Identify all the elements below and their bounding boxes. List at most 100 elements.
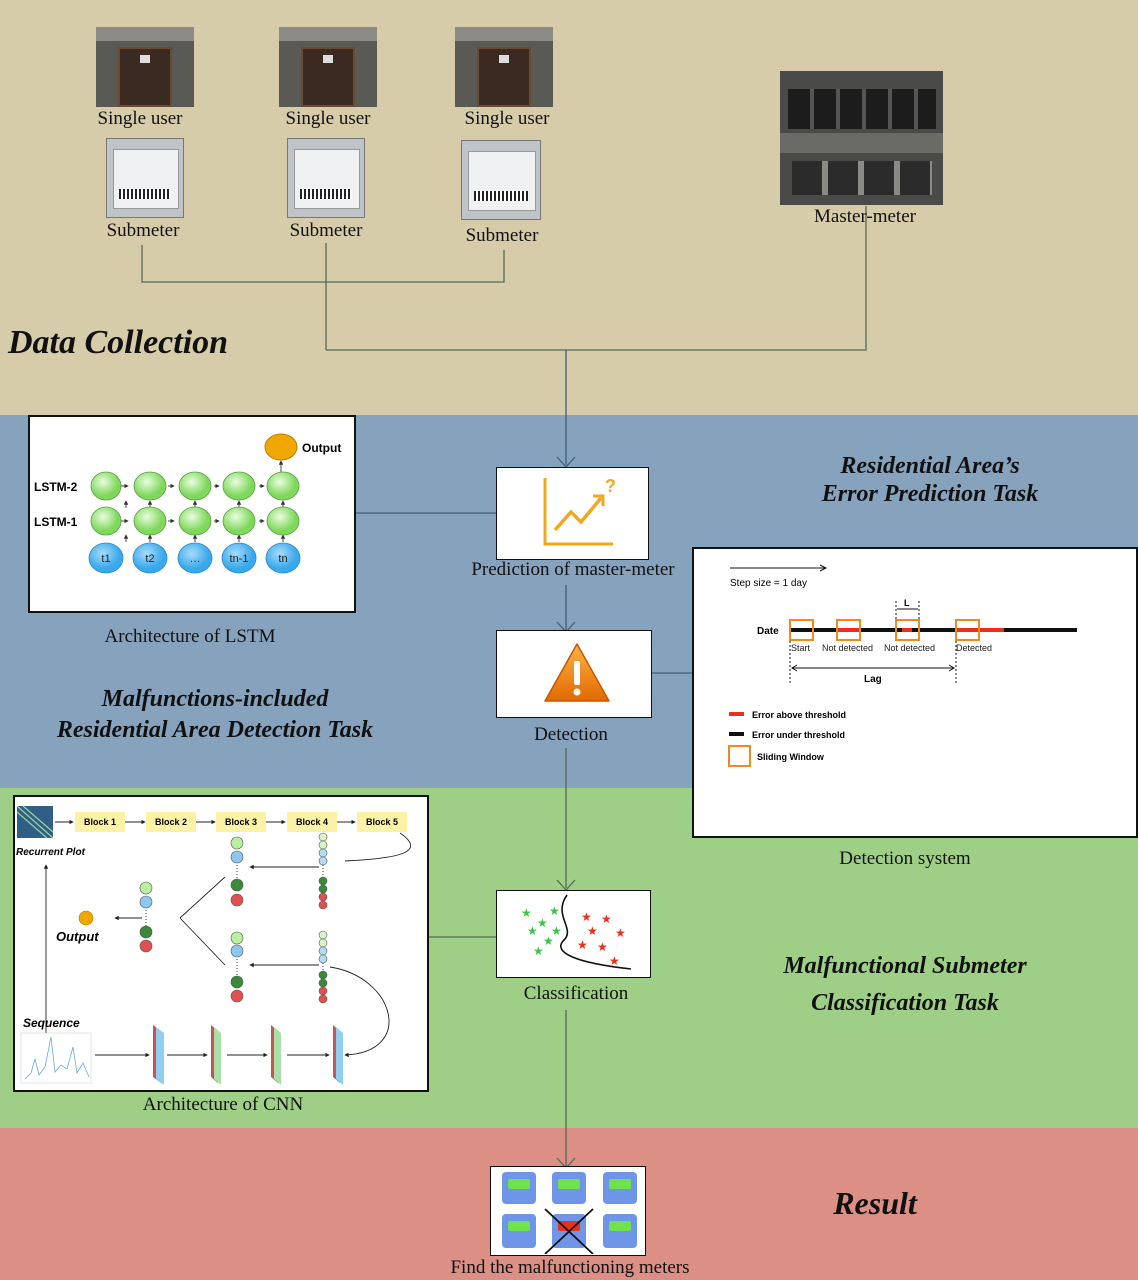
feature-circles [139,832,328,1004]
submeter-photo-2 [287,138,365,218]
single-user-label-1: Single user [97,108,183,129]
lstm-caption: Architecture of LSTM [104,626,276,647]
svg-text:★: ★ [597,940,608,954]
svg-text:★: ★ [601,912,612,926]
block-2: Block 2 [155,817,187,827]
svg-text:★: ★ [527,924,538,938]
svg-text:★: ★ [549,904,560,918]
malfunction-cross [544,1208,594,1254]
result-box [490,1166,646,1256]
meter-grid-icon [502,1172,637,1254]
input-tn: tn [278,553,287,565]
input-ellipsis: … [190,553,201,565]
submeter-label-3: Submeter [465,225,539,246]
lstm-architecture-panel: Output LSTM-2 LSTM-1 t1 t2 … tn-1 tn [28,415,356,613]
sliding-windows [789,619,980,641]
cnn-output-label: Output [56,929,99,944]
window-label-not-detected-2: Not detected [884,643,935,653]
svg-text:★: ★ [543,934,554,948]
svg-text:★: ★ [609,954,620,968]
submeter-join-line [141,245,505,283]
svg-text:★: ★ [551,924,562,938]
recurrent-plot-label: Recurrent Plot [16,847,86,858]
detection-box [496,630,652,718]
prediction-caption: Prediction of master-meter [471,559,675,580]
lstm-1-label: LSTM-1 [34,515,78,529]
detection-caption: Detection [534,724,608,745]
input-t1: t1 [101,553,110,565]
cnn-blocks [75,812,407,832]
output-node [264,433,298,461]
detection-system-panel: Step size = 1 day Date L Start Not detec… [692,547,1138,838]
result-title: Result [833,1185,917,1221]
submeter-label-2: Submeter [289,220,363,241]
svg-text:★: ★ [615,926,626,940]
lstm-2-label: LSTM-2 [34,480,78,494]
input-t2: t2 [145,553,154,565]
cnn-architecture-panel: Recurrent Plot Block 1 Block 2 Block 3 B… [13,795,429,1092]
classification-task-title-line1: Malfunctional Submeter [783,953,1027,979]
master-meter-label: Master-meter [814,206,916,227]
window-label-not-detected-1: Not detected [822,643,873,653]
svg-text:★: ★ [587,924,598,938]
submeter-label-1: Submeter [106,220,180,241]
door-photo-3 [455,27,553,107]
result-caption: Find the malfunctioning meters [450,1257,690,1278]
svg-text:★: ★ [521,906,532,920]
svg-text:?: ? [605,476,616,496]
svg-text:★: ★ [577,938,588,952]
master-meter-photo [780,71,943,205]
data-collection-title: Data Collection [8,324,229,361]
meter-tiles [502,1172,637,1248]
legend-error-above: Error above threshold [752,710,846,720]
date-label: Date [757,626,779,637]
classification-caption: Classification [523,983,629,1004]
block-3: Block 3 [225,817,257,827]
sequence-label: Sequence [23,1016,80,1030]
output-label: Output [302,441,341,455]
rising-chart-question-icon: ? [543,476,616,546]
output-dot [78,910,94,926]
window-label-detected: Detected [956,643,992,653]
submeter-photo-3 [461,140,541,220]
conv-layers [153,1025,343,1085]
error-prediction-title-line1: Residential Area’s [840,453,1020,479]
lag-label: Lag [864,674,882,685]
legend-window-square [728,745,751,767]
scatter-classes-icon: ★★★★★★★ ★★★★★★★ [521,894,632,970]
svg-text:★: ★ [537,916,548,930]
input-tn-1: tn-1 [230,553,249,565]
collection-bus-line [326,206,867,351]
legend-sliding-window: Sliding Window [757,752,825,762]
detection-system-diagram: Step size = 1 day Date L Start Not detec… [728,564,1077,767]
prediction-box: ? [496,467,649,560]
classification-box: ★★★★★★★ ★★★★★★★ [496,890,651,978]
cnn-diagram: Recurrent Plot Block 1 Block 2 Block 3 B… [16,805,411,1085]
cnn-caption: Architecture of CNN [142,1094,304,1115]
submeter-photo-1 [106,138,184,218]
warning-triangle-icon [544,643,610,702]
detection-system-caption: Detection system [839,848,971,869]
window-width-label: L [904,598,910,608]
error-prediction-title-line2: Error Prediction Task [821,481,1039,507]
step-size-label: Step size = 1 day [730,578,807,589]
lstm-layer-2 [90,471,300,501]
classification-task-title-line2: Classification Task [811,990,999,1016]
lstm-diagram: Output LSTM-2 LSTM-1 t1 t2 … tn-1 tn [34,433,341,574]
door-photo-1 [96,27,194,107]
svg-text:★: ★ [581,910,592,924]
single-user-label-3: Single user [464,108,550,129]
svg-text:★: ★ [533,944,544,958]
detection-task-title-line1: Malfunctions-included [101,686,329,712]
block-4: Block 4 [296,817,328,827]
window-label-start: Start [791,643,811,653]
lstm-layer-1 [90,506,300,536]
door-photo-2 [279,27,377,107]
block-5: Block 5 [366,817,398,827]
block-1: Block 1 [84,817,116,827]
single-user-label-2: Single user [285,108,371,129]
sequence-thumbnail [20,1032,92,1084]
input-nodes [88,542,301,574]
legend-error-under: Error under threshold [752,730,845,740]
detection-task-title-line2: Residential Area Detection Task [56,717,374,743]
